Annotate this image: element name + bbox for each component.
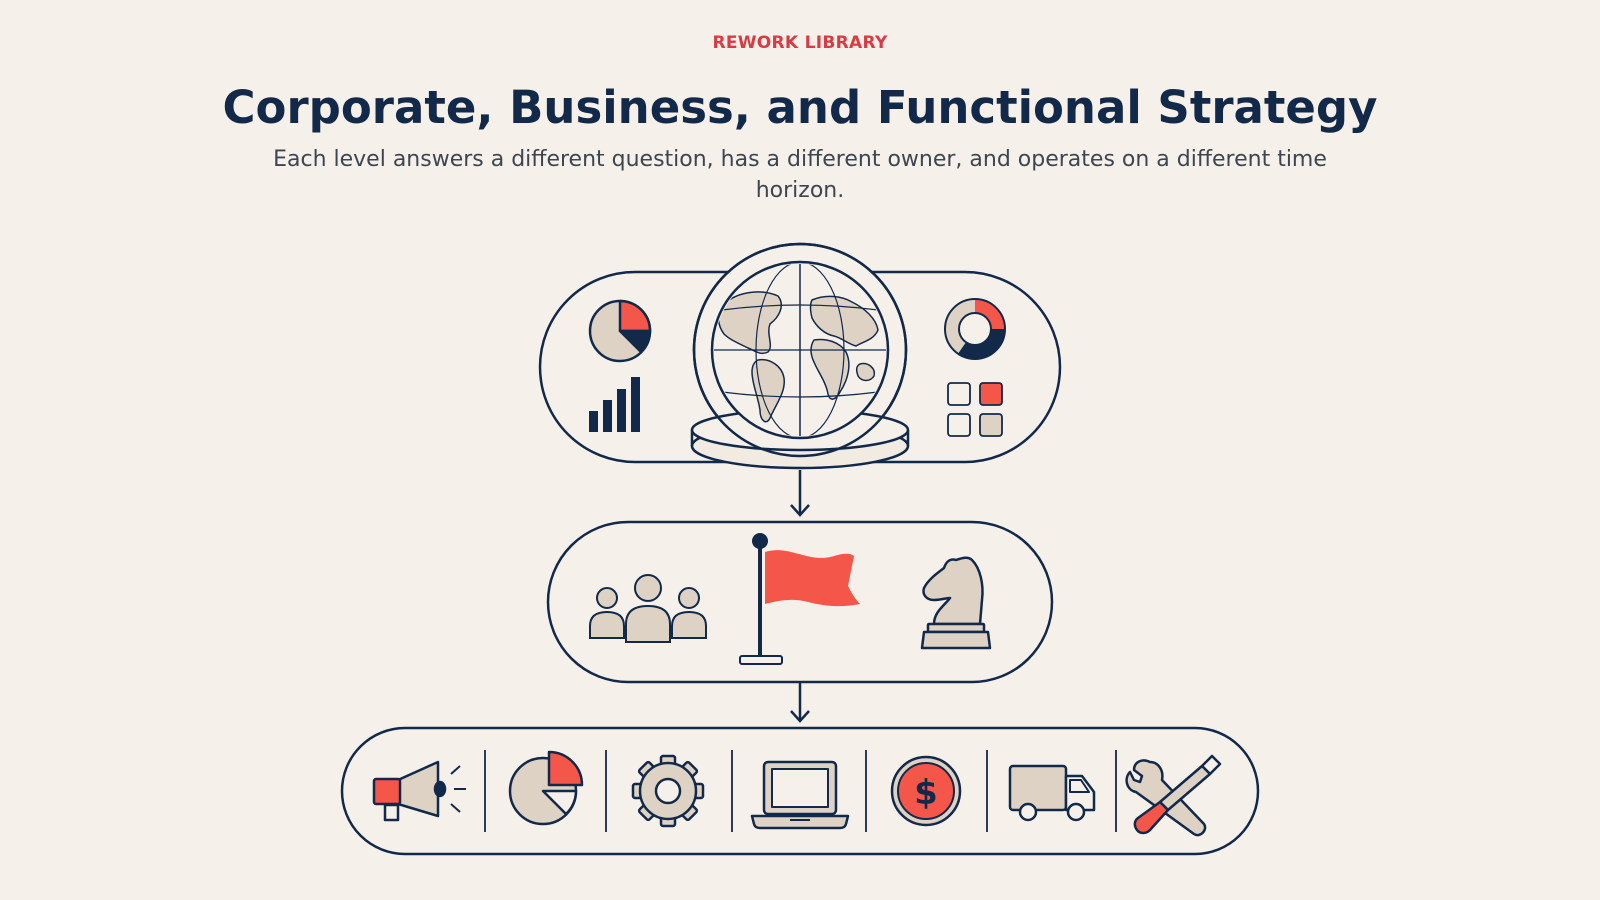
dollar-coin-icon: $ bbox=[890, 755, 962, 827]
eyebrow-label: REWORK LIBRARY bbox=[712, 33, 888, 53]
corporate-level bbox=[538, 242, 1062, 470]
svg-text:$: $ bbox=[914, 773, 938, 813]
tools-icon bbox=[1125, 754, 1222, 837]
gear-icon bbox=[631, 754, 705, 828]
pie-chart-icon bbox=[588, 299, 652, 363]
business-level bbox=[546, 520, 1054, 684]
bar-chart-icon bbox=[589, 377, 640, 432]
flag-icon bbox=[739, 533, 860, 665]
page-title: Corporate, Business, and Functional Stra… bbox=[222, 81, 1378, 134]
donut-chart-icon bbox=[944, 298, 1006, 360]
laptop-icon bbox=[750, 760, 850, 830]
pie-chart-icon bbox=[508, 750, 584, 826]
grid-squares-icon bbox=[947, 382, 1003, 437]
delivery-truck-icon bbox=[1008, 764, 1096, 822]
functional-level: $ bbox=[340, 726, 1260, 856]
chess-knight-icon bbox=[920, 556, 992, 650]
globe-icon bbox=[690, 242, 910, 470]
megaphone-icon bbox=[372, 760, 466, 822]
page-subtitle: Each level answers a different question,… bbox=[273, 147, 1327, 203]
arrow-business-to-functional bbox=[790, 683, 810, 723]
team-icon bbox=[589, 574, 707, 643]
arrow-corporate-to-business bbox=[790, 470, 810, 517]
functional-dividers bbox=[484, 750, 1117, 832]
